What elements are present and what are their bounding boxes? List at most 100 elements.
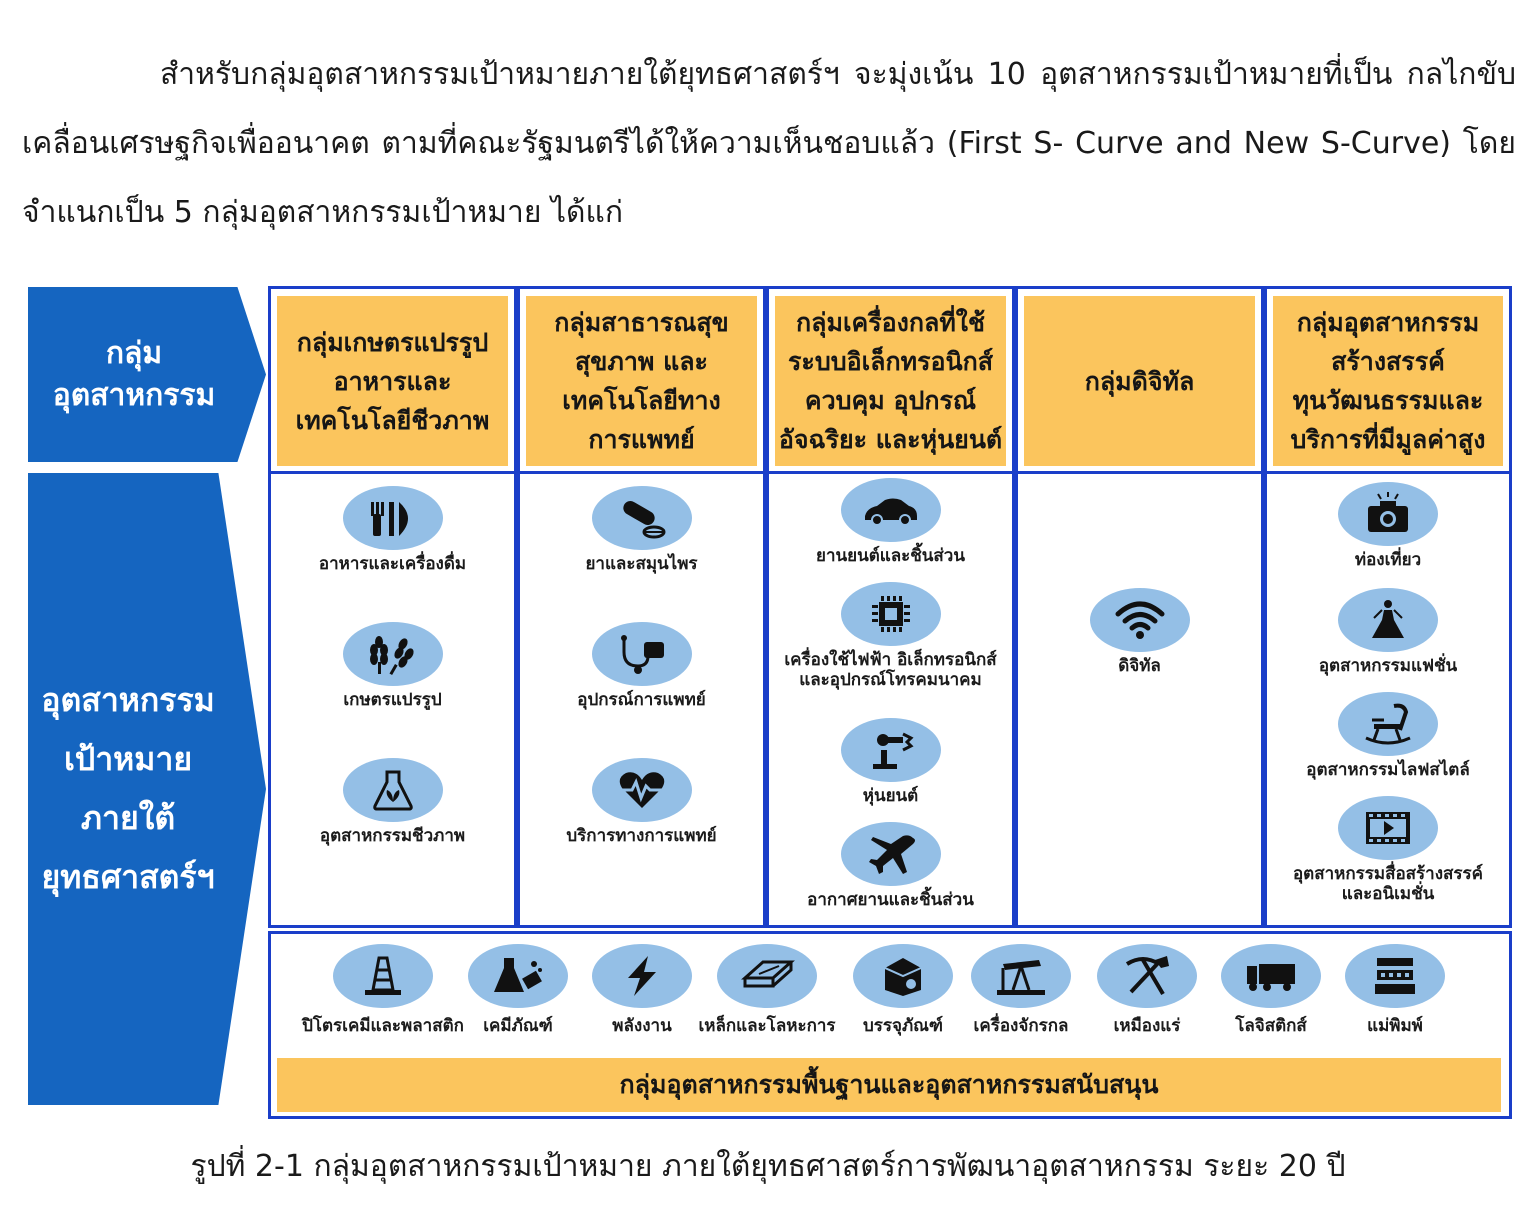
column-body: อาหารและเครื่องดื่ม เกษตรแปรรูป อุตสาหกร…: [271, 471, 514, 925]
item-label: เครื่องจักรกล: [973, 1016, 1069, 1036]
column-title-line: อัจฉริยะ และหุ่นยนต์: [778, 425, 1003, 454]
foundation-item: พลังงาน: [557, 944, 727, 1036]
intro-paragraph: สำหรับกลุ่มอุตสาหกรรมเป้าหมายภายใต้ยุทธศ…: [22, 40, 1516, 247]
item-label: เหล็กและโลหะการ: [698, 1016, 836, 1036]
foundation-title-bar: กลุ่มอุตสาหกรรมพื้นฐานและอุตสาหกรรมสนับส…: [277, 1058, 1501, 1112]
foundation-item: แม่พิมพ์: [1310, 944, 1480, 1036]
column-title-line: ทุนวัฒนธรรมและ: [1292, 386, 1484, 415]
figure-caption: รูปที่ 2-1 กลุ่มอุตสาหกรรมเป้าหมาย ภายใต…: [190, 1149, 1346, 1184]
column-title-line: กลุ่มสาธารณสุข: [554, 308, 729, 337]
rocking-chair-icon: [1338, 692, 1438, 756]
industry-item: อุตสาหกรรมแฟชั่น: [1267, 588, 1509, 676]
column-title-line: บริการที่มีมูลค่าสูง: [1290, 425, 1486, 454]
column-agro-food: กลุ่มเกษตรแปรรูป อาหารและ เทคโนโลยีชีวภา…: [268, 286, 517, 928]
film-icon: [1338, 796, 1438, 860]
column-header: กลุ่มอุตสาหกรรม สร้างสรรค์ ทุนวัฒนธรรมแล…: [1273, 296, 1503, 466]
arrow-top-line-1: กลุ่ม: [105, 335, 163, 371]
item-label: หุ่นยนต์: [862, 786, 919, 806]
item-label: อุตสาหกรรมชีวภาพ: [319, 826, 466, 846]
item-label: และอนิเมชั่น: [1341, 884, 1435, 904]
column-title-line: ควบคุม อุปกรณ์: [804, 386, 977, 415]
foundation-item: ปิโตรเคมีและพลาสติก: [298, 944, 468, 1036]
foundation-title: กลุ่มอุตสาหกรรมพื้นฐานและอุตสาหกรรมสนับส…: [619, 1070, 1159, 1099]
column-body: ท่องเที่ยว อุตสาหกรรมแฟชั่น อุตสาหกรรมไล…: [1267, 471, 1509, 925]
column-health: กลุ่มสาธารณสุข สุขภาพ และ เทคโนโลยีทาง ก…: [517, 286, 766, 928]
item-label: ยานยนต์และชิ้นส่วน: [816, 546, 965, 566]
arrow-top-line-2: อุตสาหกรรม: [52, 377, 216, 413]
item-label: เครื่องใช้ไฟฟ้า อิเล็กทรอนิกส์: [784, 650, 997, 670]
item-label: อุตสาหกรรมแฟชั่น: [1318, 656, 1458, 676]
foundation-item: เหล็กและโลหะการ: [682, 944, 852, 1036]
pumpjack-icon: [971, 944, 1071, 1008]
industry-item: อากาศยานและชิ้นส่วน: [769, 822, 1012, 910]
item-label: อุตสาหกรรมไลฟสไตล์: [1306, 760, 1470, 780]
column-title-line: กลุ่มเครื่องกลที่ใช้: [796, 308, 985, 337]
item-label: เหมืองแร่: [1113, 1016, 1181, 1036]
item-label: อาหารและเครื่องดื่ม: [318, 554, 467, 574]
dress-icon: [1338, 588, 1438, 652]
foundation-item: เหมืองแร่: [1062, 944, 1232, 1036]
item-label: เคมีภัณฑ์: [483, 1016, 553, 1036]
column-body: ดิจิทัล: [1018, 471, 1261, 925]
item-label: พลังงาน: [612, 1016, 672, 1036]
foundation-item: บรรจุภัณฑ์: [818, 944, 988, 1036]
stethoscope-icon: [591, 622, 692, 686]
airplane-icon: [840, 822, 941, 886]
steel-beam-icon: [717, 944, 817, 1008]
foundation-item: โลจิสติกส์: [1186, 944, 1356, 1036]
column-title-line: การแพทย์: [588, 425, 695, 454]
wheat-icon: [342, 622, 443, 686]
column-title-line: สุขภาพ และ: [575, 347, 708, 376]
column-title-line: ระบบอิเล็กทรอนิกส์: [787, 347, 994, 376]
lightning-icon: [592, 944, 692, 1008]
chemistry-icon: [468, 944, 568, 1008]
foundation-item: เครื่องจักรกล: [936, 944, 1106, 1036]
column-creative: กลุ่มอุตสาหกรรม สร้างสรรค์ ทุนวัฒนธรรมแล…: [1264, 286, 1512, 928]
item-label: บริการทางการแพทย์: [566, 826, 717, 846]
column-header: กลุ่มสาธารณสุข สุขภาพ และ เทคโนโลยีทาง ก…: [526, 296, 757, 466]
column-title-line: อาหารและ: [333, 366, 452, 396]
column-title-line: กลุ่มดิจิทัล: [1084, 366, 1195, 396]
oil-rig-icon: [333, 944, 433, 1008]
chip-icon: [840, 582, 941, 646]
industry-item: บริการทางการแพทย์: [520, 758, 763, 846]
industry-item: ท่องเที่ยว: [1267, 482, 1509, 570]
item-label: ท่องเที่ยว: [1354, 550, 1422, 570]
arrow-bottom-line-2: เป้าหมาย: [63, 740, 193, 778]
industry-item: อุปกรณ์การแพทย์: [520, 622, 763, 710]
item-label: แม่พิมพ์: [1367, 1016, 1423, 1036]
item-label: ยาและสมุนไพร: [585, 554, 698, 574]
pill-icon: [591, 486, 692, 550]
item-label: อุปกรณ์การแพทย์: [577, 690, 706, 710]
arrow-bottom-line-4: ยุทธศาสตร์ฯ: [41, 858, 215, 896]
foundation-item: เคมีภัณฑ์: [433, 944, 603, 1036]
item-label: ดิจิทัล: [1118, 656, 1161, 676]
column-header: กลุ่มดิจิทัล: [1024, 296, 1255, 466]
industry-item: อุตสาหกรรมไลฟสไตล์: [1267, 692, 1509, 780]
column-title-line: กลุ่มอุตสาหกรรม: [1296, 308, 1480, 337]
camera-icon: [1338, 482, 1438, 546]
flask-leaf-icon: [342, 758, 443, 822]
wifi-icon: [1089, 588, 1190, 652]
car-icon: [840, 478, 941, 542]
item-label: โลจิสติกส์: [1235, 1016, 1307, 1036]
paragraph-line-3: S-Curve) โดยจำแนกเป็น 5 กลุ่มอุตสาหกรรมเ…: [22, 126, 1516, 230]
item-label: อุตสาหกรรมสื่อสร้างสรรค์: [1292, 864, 1484, 884]
item-label: ปิโตรเคมีและพลาสติก: [302, 1016, 464, 1036]
column-mechatronics: กลุ่มเครื่องกลที่ใช้ ระบบอิเล็กทรอนิกส์ …: [766, 286, 1015, 928]
column-header: กลุ่มเกษตรแปรรูป อาหารและ เทคโนโลยีชีวภา…: [277, 296, 508, 466]
column-body: ยานยนต์และชิ้นส่วน เครื่องใช้ไฟฟ้า อิเล็…: [769, 471, 1012, 925]
utensils-icon: [342, 486, 443, 550]
industry-item: หุ่นยนต์: [769, 718, 1012, 806]
industry-item: ยานยนต์และชิ้นส่วน: [769, 478, 1012, 566]
column-title-line: เทคโนโลยีชีวภาพ: [295, 405, 490, 435]
industry-group-arrow: กลุ่ม อุตสาหกรรม: [28, 287, 266, 462]
industry-item: อุตสาหกรรมชีวภาพ: [271, 758, 514, 846]
target-industry-arrow: อุตสาหกรรม เป้าหมาย ภายใต้ ยุทธศาสตร์ฯ: [28, 473, 266, 1105]
item-label: เกษตรแปรรูป: [343, 690, 442, 710]
industry-item: เครื่องใช้ไฟฟ้า อิเล็กทรอนิกส์ และอุปกรณ…: [769, 582, 1012, 690]
industry-item: เกษตรแปรรูป: [271, 622, 514, 710]
pickaxe-shovel-icon: [1097, 944, 1197, 1008]
industry-item: ยาและสมุนไพร: [520, 486, 763, 574]
industry-item: อุตสาหกรรมสื่อสร้างสรรค์ และอนิเมชั่น: [1267, 796, 1509, 904]
